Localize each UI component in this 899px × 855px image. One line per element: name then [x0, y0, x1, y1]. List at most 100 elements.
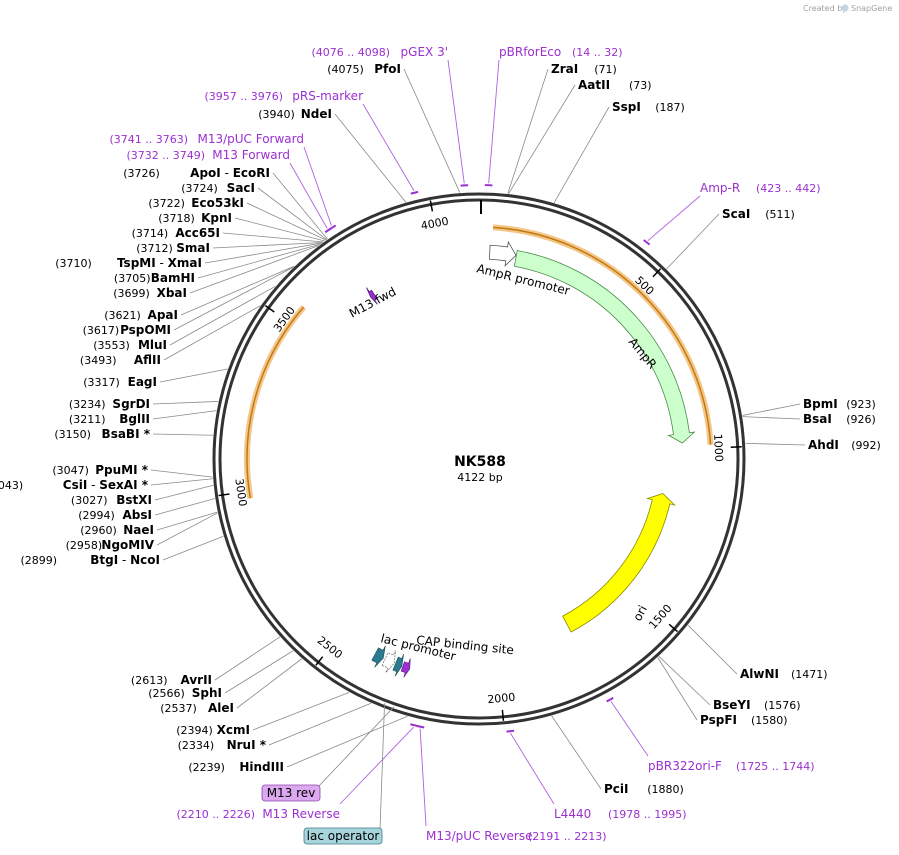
site-label: PspFI (1580)	[700, 713, 788, 727]
lac-operator-box-label: lac operator	[307, 829, 380, 843]
site-position: (992)	[851, 439, 881, 452]
site-leader	[236, 658, 303, 709]
site-name: BseYI	[713, 698, 751, 712]
site-label: NdeI(3940)	[258, 107, 332, 121]
site-leader	[551, 715, 602, 790]
site-position: (71)	[594, 63, 617, 76]
site-label: BsaBI *(3150)	[54, 427, 150, 441]
site-label: SspI(187)	[612, 100, 685, 114]
site-position: (3211)	[69, 413, 106, 426]
site-name: ZraI	[551, 62, 578, 76]
site-name: EagI	[128, 375, 157, 389]
site-leader	[150, 478, 213, 486]
site-leader	[508, 84, 576, 194]
primer-leader	[339, 726, 414, 805]
site-label: Eco53kI(3722)	[148, 196, 244, 210]
site-label: AflII(3493)	[80, 353, 161, 367]
site-leader	[154, 484, 214, 501]
site-position: (3043)	[0, 479, 23, 492]
site-leader	[742, 403, 801, 416]
feature-lac-operator	[392, 653, 404, 677]
site-label: KpnI(3718)	[158, 211, 232, 225]
site-name: KpnI	[201, 211, 232, 225]
site-leader	[252, 691, 350, 731]
site-label: BpmI(923)	[803, 397, 876, 411]
snapgene-credit: Created by SnapGene	[803, 4, 892, 13]
primer-label: pRS-marker(3957 .. 3976)	[204, 89, 363, 103]
site-leader	[657, 657, 698, 721]
site-name: CsiI - SexAI *	[63, 478, 149, 492]
site-label: AhdI(992)	[808, 438, 881, 452]
site-name: SacI	[227, 181, 255, 195]
site-name: Acc65I	[175, 226, 220, 240]
site-name-1: ApoI	[190, 166, 221, 180]
site-position: (3710)	[55, 257, 92, 270]
lac-operator-box-bg	[303, 827, 383, 845]
site-label: BamHI(3705)	[114, 271, 195, 285]
feature-cap-binding-site	[371, 645, 386, 668]
tick-label: 2000	[487, 691, 516, 707]
site-position: (2960)	[80, 524, 117, 537]
tick-mark	[730, 446, 742, 449]
feature-arrows	[366, 240, 696, 678]
site-name: HindIII	[239, 760, 284, 774]
site-position: (2899)	[21, 554, 58, 567]
primer-leader	[419, 728, 427, 827]
primer-leader	[610, 701, 649, 757]
primer-position: (14 .. 32)	[572, 46, 623, 59]
primer-labels: pGEX 3'(4076 .. 4098)pBRforEco(14 .. 32)…	[109, 45, 820, 843]
primer-leader	[447, 59, 465, 184]
site-name: NgoMIV	[101, 538, 154, 552]
feature-ampr-promoter	[488, 240, 517, 267]
site-position: (1580)	[751, 714, 788, 727]
site-name: NruI *	[227, 738, 267, 752]
site-position: (3553)	[93, 339, 130, 352]
site-label: NgoMIV(2958)	[66, 538, 155, 552]
m13-rev-box-bg	[261, 784, 321, 802]
primer-mark	[643, 239, 651, 246]
site-leader	[268, 702, 372, 746]
site-label: HindIII(2239)	[188, 760, 284, 774]
site-leader	[162, 535, 224, 561]
primer-position: (3741 .. 3763)	[109, 133, 188, 146]
site-name: BsaBI *	[102, 427, 151, 441]
site-name-2: SexAI *	[99, 478, 148, 492]
site-label: AleI(2537)	[160, 701, 234, 715]
primer-name: M13/pUC Reverse	[426, 829, 533, 843]
site-name: ApoI - EcoRI	[190, 166, 270, 180]
site-label: AvrII(2613)	[131, 673, 212, 687]
site-position: (3234)	[69, 398, 106, 411]
site-name: XcmI	[217, 723, 250, 737]
orf-arc-line	[246, 306, 305, 499]
site-name: Eco53kI	[191, 196, 244, 210]
feature-label-ori: ori	[630, 603, 650, 623]
site-name-2: NcoI	[130, 553, 160, 567]
site-leader	[204, 242, 323, 264]
site-position: (511)	[765, 208, 795, 221]
site-leader	[403, 68, 461, 193]
site-label: BsaI(926)	[803, 412, 876, 426]
site-label: NruI *(2334)	[178, 738, 267, 752]
primer-name: M13 Forward	[212, 148, 290, 162]
primer-name: Amp-R	[700, 181, 740, 195]
primer-name: L4440	[554, 807, 591, 821]
site-label: BtgI - NcoI (2899)	[21, 553, 160, 567]
site-position: (4075)	[327, 63, 364, 76]
site-name: PspFI	[700, 713, 737, 727]
site-position: (926)	[846, 413, 876, 426]
primer-name: pBR322ori-F	[648, 759, 722, 773]
primer-position: (2191 .. 2213)	[528, 830, 607, 843]
site-name-sep: -	[87, 478, 99, 492]
tick-label: 4000	[420, 215, 450, 233]
site-position: (2613)	[131, 674, 168, 687]
site-label: XbaI(3699)	[113, 286, 187, 300]
primer-leader	[647, 195, 701, 242]
site-name: NaeI	[123, 523, 154, 537]
site-name: BtgI - NcoI	[90, 553, 160, 567]
backbone-inner-strand	[218, 198, 740, 720]
site-position: (1576)	[764, 699, 801, 712]
site-name: PfoI	[374, 62, 401, 76]
primer-label: Amp-R(423 .. 442)	[700, 181, 821, 195]
site-name: AatII	[578, 78, 610, 92]
feature-lac-promoter	[381, 650, 396, 673]
